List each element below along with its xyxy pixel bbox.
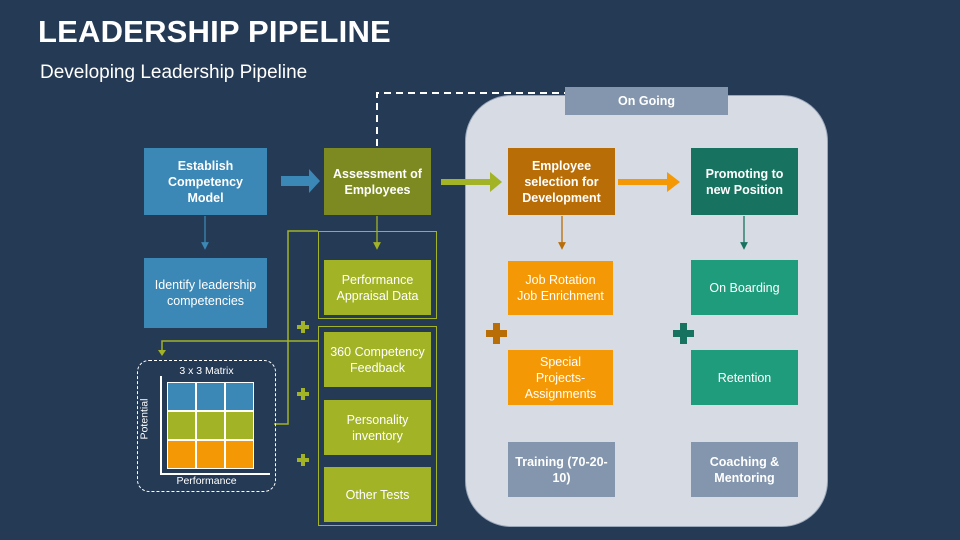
- arrow-selection-to-promoting: [618, 172, 680, 192]
- performance-appraisal-box: Performance Appraisal Data: [324, 260, 431, 315]
- matrix-y-label: Potential: [138, 398, 151, 440]
- matrix-cell: [225, 382, 254, 411]
- plus-icon: [297, 388, 309, 400]
- ongoing-dashed-connector: [376, 92, 565, 146]
- matrix-grid: [167, 382, 254, 469]
- plus-icon: [297, 454, 309, 466]
- assessment-box: Assessment of Employees: [324, 148, 431, 215]
- matrix-connector: [274, 230, 318, 425]
- plus-icon: [486, 323, 507, 344]
- matrix-container: 3 x 3 Matrix Potential Performance: [137, 360, 276, 492]
- on-boarding-box: On Boarding: [691, 260, 798, 315]
- other-tests-box: Other Tests: [324, 467, 431, 522]
- competency-feedback-box: 360 Competency Feedback: [324, 332, 431, 387]
- appraisal-bracket: [318, 231, 437, 319]
- ongoing-label: On Going: [565, 87, 728, 115]
- plus-icon: [297, 321, 309, 333]
- matrix-connector-2: [161, 340, 318, 352]
- matrix-cell: [225, 440, 254, 469]
- matrix-cell: [225, 411, 254, 440]
- identify-competencies-box: Identify leadership competencies: [144, 258, 267, 328]
- matrix-cell: [167, 411, 196, 440]
- matrix-cell: [167, 440, 196, 469]
- matrix-x-label: Performance: [176, 475, 237, 487]
- matrix-cell: [167, 382, 196, 411]
- matrix-cell: [196, 440, 225, 469]
- page-subtitle: Developing Leadership Pipeline: [40, 62, 308, 83]
- matrix-arrowhead: [158, 350, 166, 356]
- tests-bracket: [318, 326, 437, 526]
- training-box: Training (70-20-10): [508, 442, 615, 497]
- matrix-cell: [196, 382, 225, 411]
- job-rotation-box: Job Rotation Job Enrichment: [508, 261, 613, 315]
- plus-icon: [673, 323, 694, 344]
- retention-box: Retention: [691, 350, 798, 405]
- arrow-establish-to-assessment: [281, 169, 320, 193]
- matrix-cell: [196, 411, 225, 440]
- personality-inventory-box: Personality inventory: [324, 400, 431, 455]
- matrix-y-axis: [160, 376, 162, 474]
- page-title: LEADERSHIP PIPELINE: [38, 14, 391, 49]
- matrix-x-axis: [160, 473, 270, 475]
- matrix-title: 3 x 3 Matrix: [179, 365, 234, 377]
- employee-selection-box: Employee selection for Development: [508, 148, 615, 215]
- promoting-box: Promoting to new Position: [691, 148, 798, 215]
- coaching-mentoring-box: Coaching & Mentoring: [691, 442, 798, 497]
- special-projects-box: Special Projects- Assignments: [508, 350, 613, 405]
- establish-competency-model-box: Establish Competency Model: [144, 148, 267, 215]
- arrow-assessment-to-selection: [441, 172, 502, 192]
